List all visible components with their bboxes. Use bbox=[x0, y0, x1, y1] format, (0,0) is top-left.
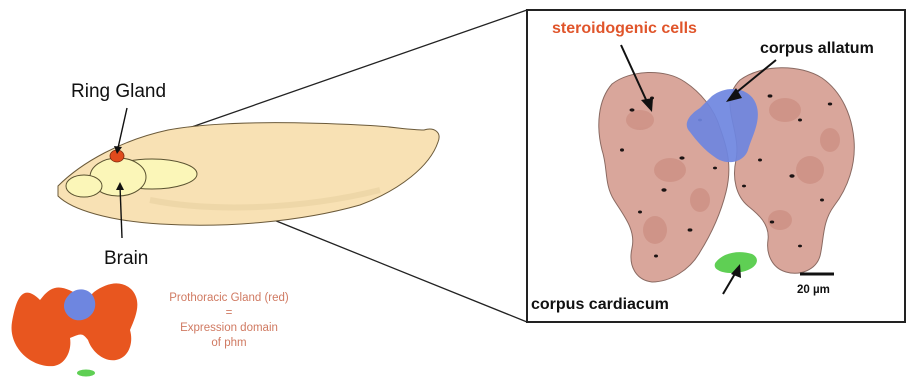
ring-gland-pointer bbox=[118, 108, 127, 148]
ventral-nerve-cord bbox=[66, 175, 102, 197]
corpus-cardiacum-label: corpus cardiacum bbox=[531, 297, 669, 313]
ring-gland-label: Ring Gland bbox=[71, 82, 166, 101]
caption-line-3: Expression domain bbox=[139, 321, 319, 336]
scale-bar-label: 20 µm bbox=[797, 285, 830, 297]
prothoracic-gland-caption: Prothoracic Gland (red) = Expression dom… bbox=[139, 291, 319, 351]
caption-line-4: of phm bbox=[139, 336, 319, 351]
caption-line-2: = bbox=[139, 306, 319, 321]
caption-line-1: Prothoracic Gland (red) bbox=[139, 291, 319, 306]
corpus-cardiacum-mini bbox=[77, 370, 95, 377]
brain-label: Brain bbox=[104, 249, 148, 268]
steroidogenic-cells-label: steroidogenic cells bbox=[552, 21, 697, 37]
corpus-allatum-label: corpus allatum bbox=[760, 41, 874, 57]
